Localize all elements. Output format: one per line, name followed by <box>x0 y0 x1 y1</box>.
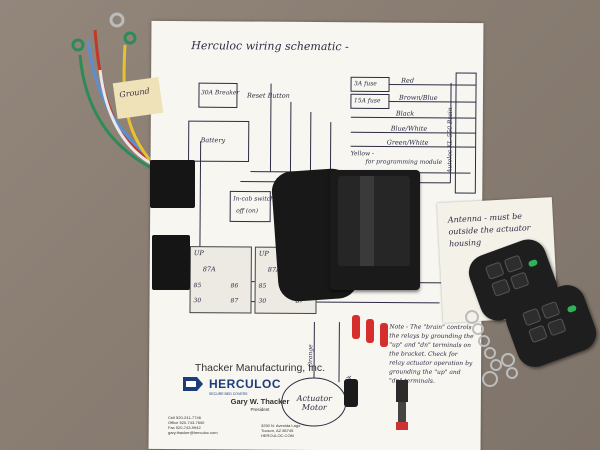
module-stripe <box>360 176 374 266</box>
fob-button <box>546 317 567 337</box>
relay-up-label: UP <box>193 249 204 258</box>
fob-button <box>528 324 548 344</box>
switch-state-label: off (on) <box>236 207 259 215</box>
relay-pin-85: 85 <box>258 282 267 290</box>
ring-terminal <box>123 31 137 45</box>
wire-white <box>98 69 161 170</box>
ring-terminal <box>71 38 85 52</box>
connector-bottom <box>152 235 190 290</box>
relay-pin-85: 85 <box>193 282 202 290</box>
person-role: President <box>250 407 270 412</box>
fob-button <box>490 278 511 297</box>
key-chain <box>465 310 518 387</box>
relay-pin-30: 30 <box>193 297 202 305</box>
actuator-switch <box>396 380 408 430</box>
fob-led <box>566 304 578 314</box>
wire-black-label: Black <box>395 109 415 118</box>
address-line: Tucson, AZ 85745 <box>261 428 294 433</box>
ring-terminal <box>109 12 125 28</box>
wire-red-label: Red <box>401 76 415 85</box>
connector-top <box>150 160 195 208</box>
address-lines: 3250 N. Avenida Lago Tucson, AZ 85745 HE… <box>261 423 300 438</box>
wire-green <box>78 54 166 177</box>
contact-lines: Cell 520-241-7746 Office 520-743-7600 Fa… <box>168 415 218 435</box>
control-module <box>330 170 420 290</box>
contact-line: Fax 520-743-9942 <box>168 425 201 430</box>
address-line: HERCULOC.COM <box>261 433 294 438</box>
relay-up-label: UP <box>258 249 269 258</box>
fob-button <box>484 261 505 281</box>
fuse-15a-label: 15A fuse <box>353 97 381 105</box>
relay-left: UP 87A 85 86 30 87 <box>189 246 252 314</box>
reset-label: Reset Button <box>246 91 290 100</box>
switch-label: In-cab switch <box>233 195 274 203</box>
brand-logo: HERCULOC <box>181 375 281 393</box>
brand-name: HERCULOC <box>209 377 281 391</box>
brand-tagline: SECURE BED COVERS <box>209 392 248 396</box>
breaker-label: 30A Breaker <box>200 89 240 97</box>
crimp-connectors <box>352 315 388 347</box>
relay-pin-86: 86 <box>230 282 239 290</box>
fob-led <box>527 258 539 268</box>
wire-blue-white-label: Blue/White <box>390 124 428 133</box>
relay-pin-30: 30 <box>258 297 267 305</box>
business-card: Thacker Manufacturing, Inc. HERCULOC SEC… <box>165 357 355 449</box>
address-line: 3250 N. Avenida Lago <box>261 423 301 428</box>
wire-green-white-label: Green/White <box>386 138 429 147</box>
programming-label: for programming module <box>365 158 443 166</box>
contact-line: gary.thacker@herculoc.com <box>168 430 218 435</box>
contact-line: Cell 520-241-7746 <box>168 415 201 420</box>
relay-pin-87: 87 <box>230 297 239 305</box>
fob-button <box>509 271 530 291</box>
contact-line: Office 520-743-7600 <box>168 420 205 425</box>
fob-button <box>503 254 524 274</box>
battery-label: Battery <box>200 136 226 145</box>
wire-yellow-label: Yellow - <box>350 150 375 158</box>
relay-87a-label: 87A <box>202 265 216 274</box>
ground-tag: Ground <box>112 76 164 120</box>
fuse-3a-label: 3A fuse <box>354 80 377 88</box>
module-cover <box>338 176 410 266</box>
company-name: Thacker Manufacturing, Inc. <box>194 362 326 374</box>
wire-brown-blue-label: Brown/Blue <box>398 93 438 102</box>
actuator-plug <box>344 379 358 407</box>
ground-tag-label: Ground <box>118 86 151 100</box>
herculoc-logo-icon <box>181 375 205 393</box>
person-name: Gary W. Thacker <box>230 397 290 406</box>
module-label: Autoloc KL-550 Brain <box>446 107 454 173</box>
fob-button <box>540 300 561 320</box>
